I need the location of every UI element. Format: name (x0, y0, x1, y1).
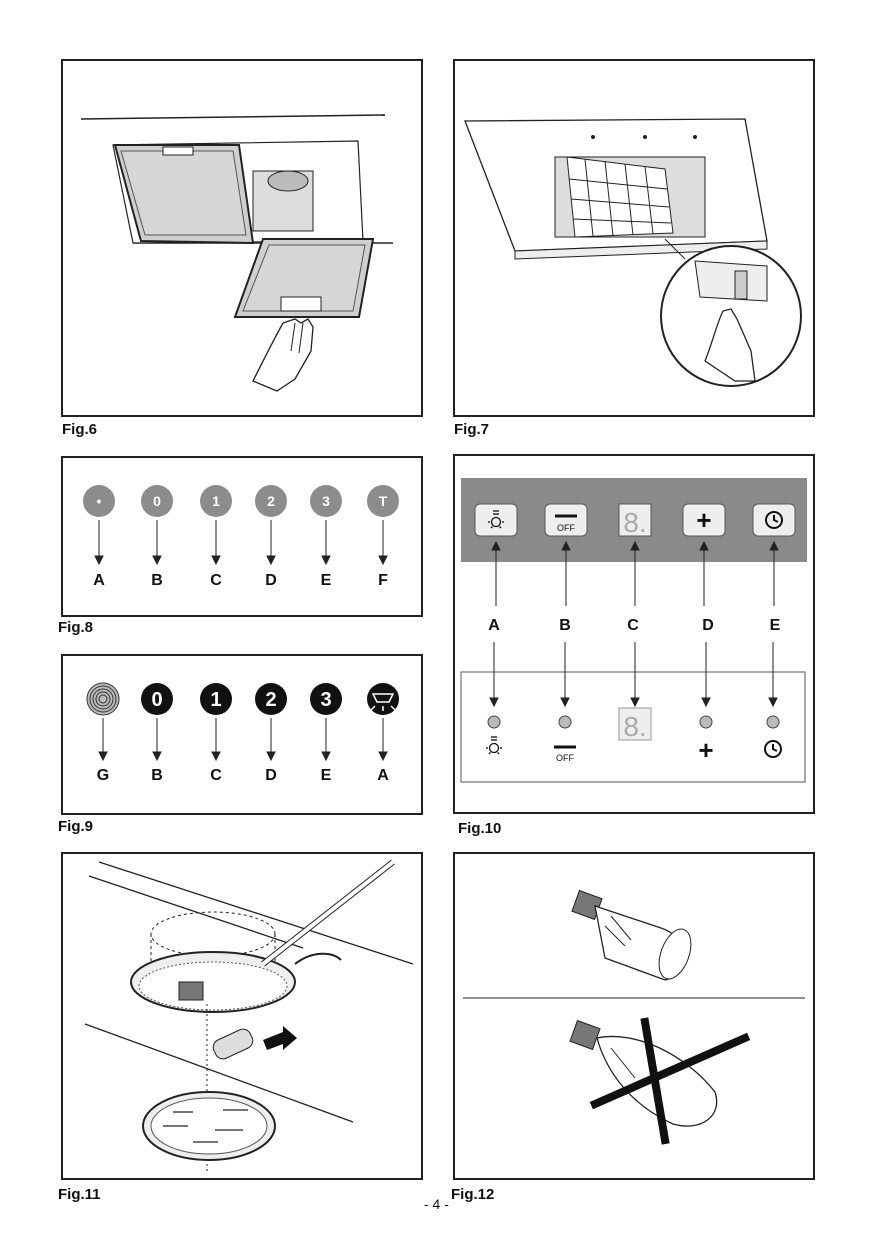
fig10-label-d: D (702, 617, 714, 634)
figure-10-control-panel: OFF 8. + A B C D E (453, 454, 815, 814)
fig10-led-d (699, 715, 713, 729)
fig9-label-e: E (321, 767, 332, 784)
fig10-light-button (474, 503, 518, 537)
figure-11-illustration (61, 852, 423, 1180)
plus-icon: + (696, 505, 711, 535)
fig9-label-a: A (377, 767, 389, 784)
fig10-off-button (544, 503, 588, 537)
grease-filter-removal-drawing (80, 114, 393, 392)
fig10-off-text-top: OFF (557, 523, 575, 533)
fig8-glyph-e: 3 (322, 493, 330, 509)
fig8-glyph-a: • (97, 493, 102, 509)
fig9-glyph-e: 3 (320, 689, 331, 711)
figure-10-caption: Fig.10 (458, 820, 502, 837)
fig8-label-f: F (378, 572, 388, 589)
fig10-digit-top: 8. (623, 507, 646, 538)
fig10-plus-button (682, 503, 726, 537)
fig8-glyph-d: 2 (267, 493, 275, 509)
clock-icon (765, 511, 783, 529)
fig8-label-b: B (151, 572, 163, 589)
fig10-label-c: C (627, 617, 639, 634)
fig9-button-e (310, 683, 342, 715)
fig9-label-b: B (151, 767, 163, 784)
fig10-label-a: A (488, 617, 500, 634)
fig10-led-b (558, 715, 572, 729)
figure-8-control-panel: • 0 1 2 3 T A B C D E F (61, 456, 423, 617)
figure-12-illustration (453, 852, 815, 1180)
fig8-glyph-c: 1 (212, 493, 220, 509)
fig9-button-b (141, 683, 173, 715)
fig10-led-e (766, 715, 780, 729)
figure-8-buttons-drawing: • 0 1 2 3 T A B C D E F (83, 485, 399, 589)
fig9-label-d: D (265, 767, 277, 784)
light-icon (488, 510, 504, 529)
fig8-label-a: A (93, 572, 105, 589)
fig8-button-f (367, 485, 399, 517)
figure-6-caption: Fig.6 (62, 421, 98, 438)
figure-9-buttons-drawing: 0 1 2 3 G B C D E A (86, 682, 399, 784)
fig8-button-d (255, 485, 287, 517)
fig10-led-a (487, 715, 501, 729)
fig10-label-b: B (559, 617, 571, 634)
figure-6-illustration (61, 59, 423, 417)
fig8-label-e: E (321, 572, 332, 589)
fig10-digit-display (618, 503, 652, 537)
fig9-button-c (200, 683, 232, 715)
prohibited-x-icon (589, 1017, 751, 1145)
fig8-label-c: C (210, 572, 222, 589)
fig9-glyph-b: 0 (151, 689, 162, 711)
fig10-digit-bottom: 8. (623, 711, 646, 742)
figure-8-caption: Fig.8 (58, 619, 94, 636)
figure-11-caption: Fig.11 (58, 1186, 101, 1203)
fig9-glyph-c: 1 (210, 689, 221, 711)
fig8-button-a (83, 485, 115, 517)
light-icon (486, 736, 502, 755)
figure-7-caption: Fig.7 (454, 421, 490, 438)
figure-9-control-panel: 0 1 2 3 G B C D E A (61, 654, 423, 815)
fig10-label-e: E (770, 617, 781, 634)
fig8-button-e (310, 485, 342, 517)
page-number: - 4 - (424, 1196, 449, 1212)
fig8-glyph-b: 0 (153, 493, 161, 509)
bulb-handling-drawing (463, 889, 805, 1145)
fig8-button-b (141, 485, 173, 517)
fig9-glyph-d: 2 (265, 689, 276, 711)
figure-10-touch-panel-drawing: OFF 8. + A B C D E (460, 478, 807, 783)
clock-icon (764, 740, 782, 758)
figure-9-caption: Fig.9 (58, 818, 94, 835)
plus-icon: + (698, 735, 713, 765)
fig8-label-d: D (265, 572, 277, 589)
figure-7-illustration (453, 59, 815, 417)
carbon-filter-removal-drawing (464, 118, 802, 387)
fig8-button-c (200, 485, 232, 517)
fig9-button-g-spiral-icon (86, 682, 120, 716)
fig9-label-g: G (97, 767, 109, 784)
figure-12-caption: Fig.12 (451, 1186, 495, 1203)
fig8-glyph-f: T (379, 493, 388, 509)
lamp-cover-removal-drawing (84, 859, 414, 1172)
fig10-off-text-bottom: OFF (556, 753, 574, 763)
fig9-label-c: C (210, 767, 222, 784)
fig9-button-d (255, 683, 287, 715)
